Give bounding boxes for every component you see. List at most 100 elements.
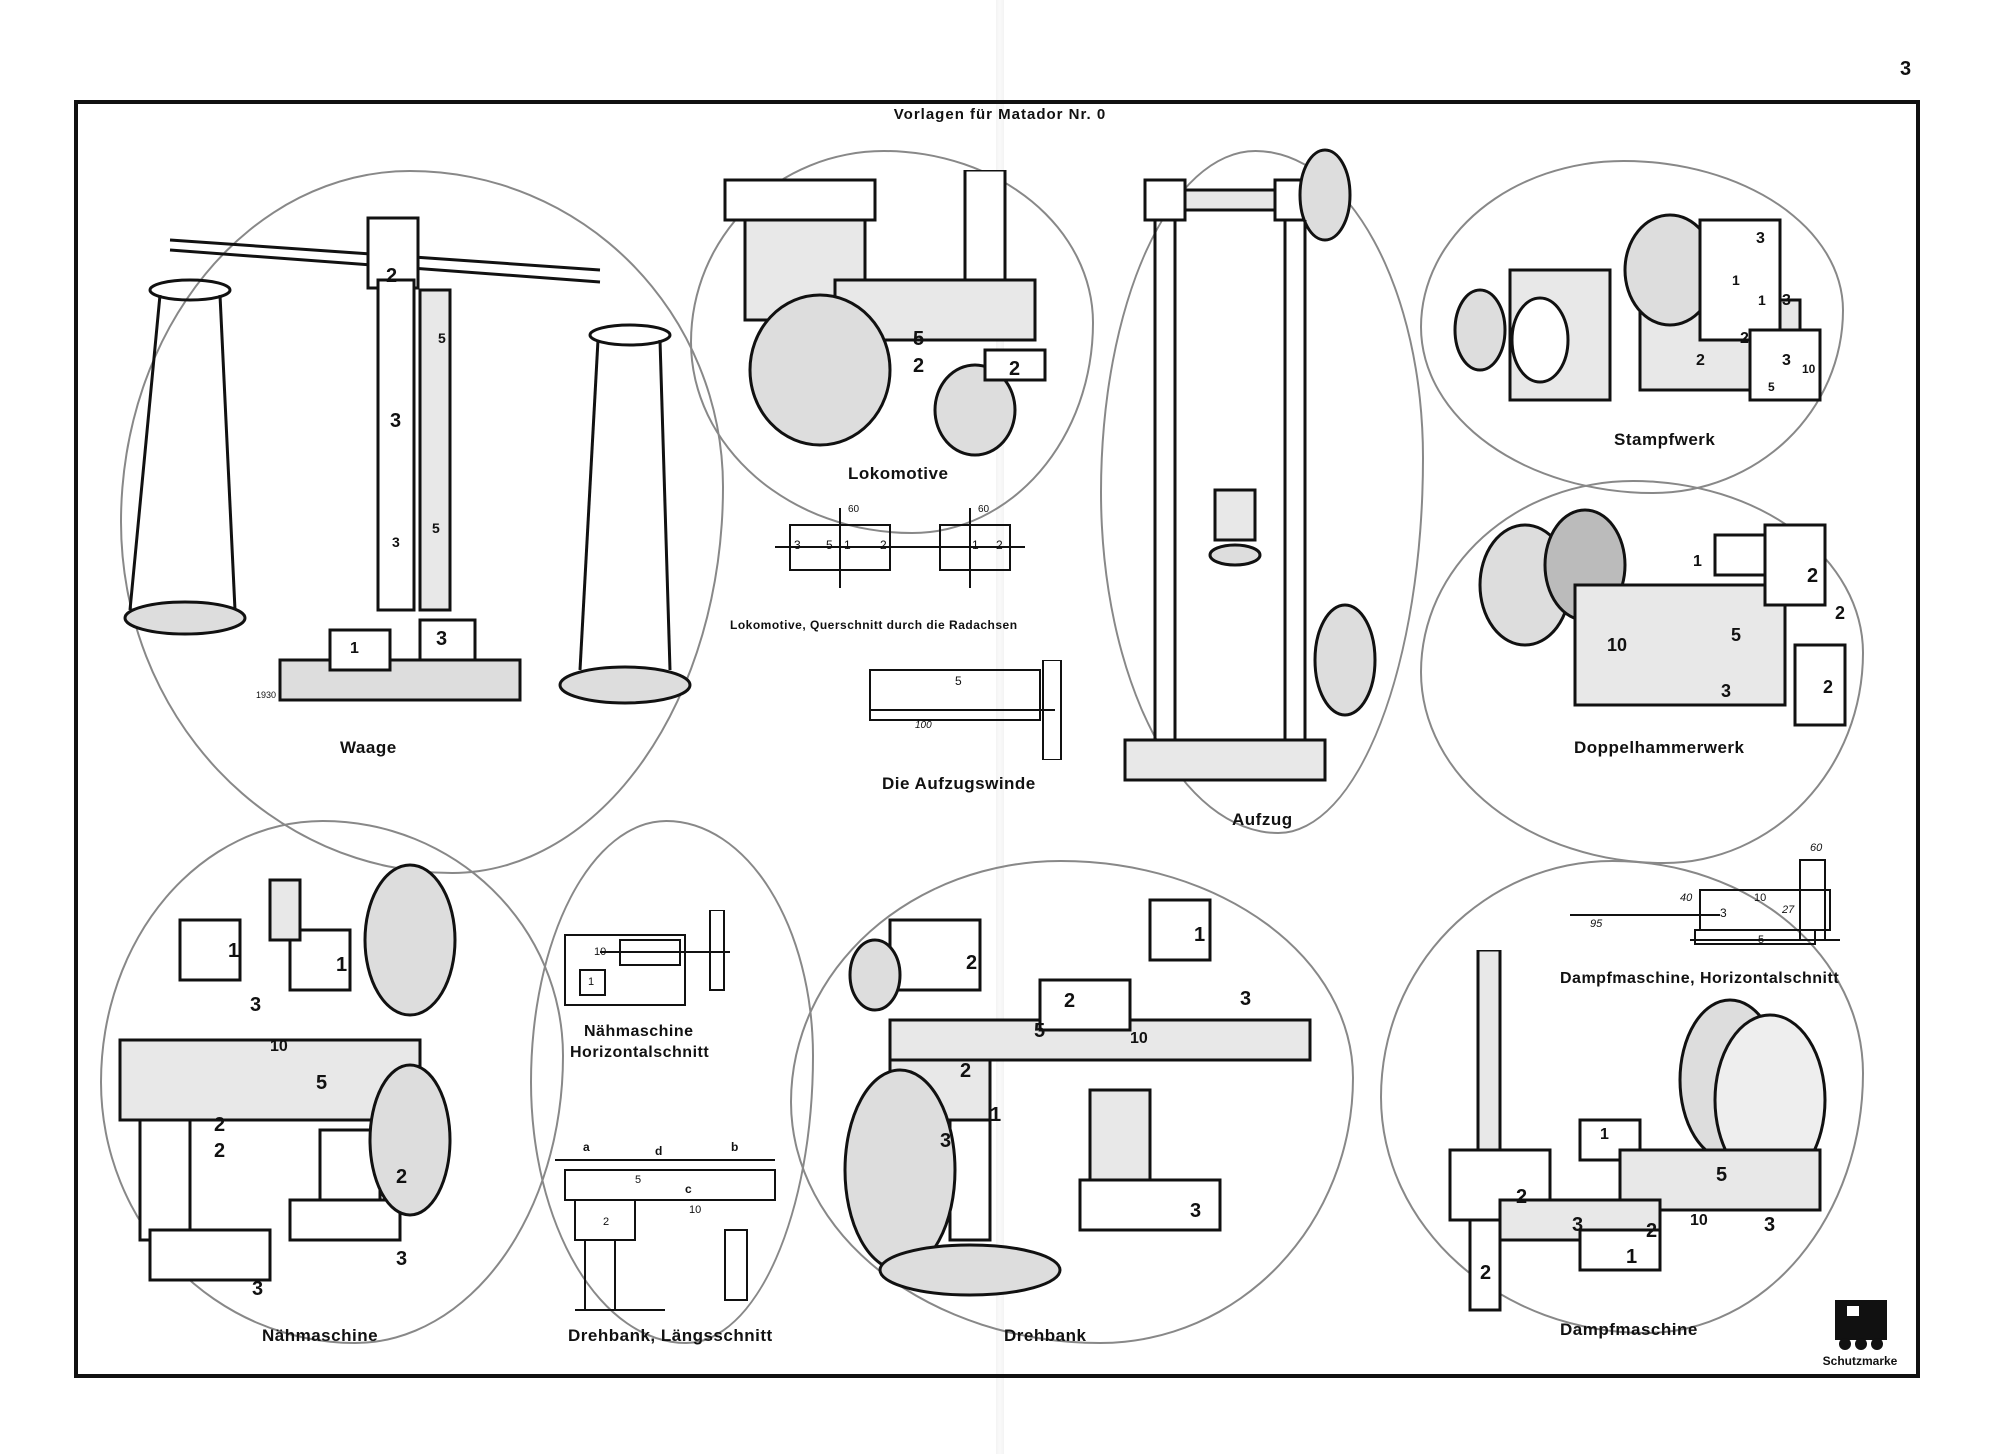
doppelhammer-part-label: 3 xyxy=(1721,681,1732,701)
doppelhammer-part-label: 5 xyxy=(1731,625,1742,645)
aufzugswinde-label: 5 xyxy=(955,674,962,688)
outline-lokomotive xyxy=(690,150,1094,534)
drehbank-laengsschnitt-drawing xyxy=(555,1159,776,1311)
figure-dampfmaschine: 1 2 5 3 2 10 2 1 3 xyxy=(1400,950,1850,1320)
dampf-h-label: 3 xyxy=(1720,906,1727,920)
drehbank-l-label: c xyxy=(685,1182,692,1196)
drehbank-part-label: 1 xyxy=(1194,924,1206,946)
waage-part-label: 5 xyxy=(432,520,440,536)
stampfwerk-part-label: 2 xyxy=(1740,330,1749,347)
naehmaschine-part-label: 3 xyxy=(252,1278,264,1300)
stampfwerk-part-label: 10 xyxy=(1802,362,1816,376)
lok-q-label: 3 xyxy=(794,538,801,552)
drehbank-l-label: 10 xyxy=(689,1204,702,1216)
dampf-h-label: 10 xyxy=(1754,892,1767,904)
dampf-h-label: 5 xyxy=(1758,934,1765,946)
lok-q-label: 5 xyxy=(826,538,833,552)
drehbank-l-label: a xyxy=(583,1140,590,1154)
doppelhammer-part-label: 2 xyxy=(1807,565,1819,587)
naehmaschine-part-label: 2 xyxy=(214,1140,226,1162)
caption-lokomotive: Lokomotive xyxy=(848,464,949,483)
dampfmaschine-part-label: 3 xyxy=(1764,1214,1776,1236)
caption-naehmaschine-horizontal-1: Nähmaschine xyxy=(584,1023,694,1040)
dampf-h-label: 95 xyxy=(1590,918,1603,930)
lok-q-label: 1 xyxy=(972,538,979,552)
lok-q-label: 60 xyxy=(978,504,990,515)
drehbank-l-label: d xyxy=(655,1144,663,1158)
naehmaschine-part-label: 2 xyxy=(214,1114,226,1136)
figure-stampfwerk: 3 1 1 3 2 2 3 10 5 xyxy=(1440,180,1840,420)
dampf-h-label: 60 xyxy=(1810,842,1823,854)
naehmaschine-drawing xyxy=(118,863,457,1282)
drehbank-part-label: 2 xyxy=(1064,990,1076,1012)
caption-dampfmaschine: Dampfmaschine xyxy=(1560,1320,1698,1339)
stampfwerk-part-label: 3 xyxy=(1782,292,1791,309)
caption-drehbank: Drehbank xyxy=(1004,1326,1087,1345)
waage-part-label: 5 xyxy=(438,330,446,346)
doppelhammerwerk-drawing xyxy=(1478,508,1847,727)
waage-part-label: 3 xyxy=(392,534,400,550)
dampfmaschine-part-label: 1 xyxy=(1626,1246,1638,1268)
lok-q-label: 2 xyxy=(996,538,1003,552)
lok-part-label: 2 xyxy=(1009,358,1021,380)
drehbank-part-label: 2 xyxy=(966,952,978,974)
aufzugswinde-drawing xyxy=(869,660,1062,760)
caption-aufzugswinde: Die Aufzugswinde xyxy=(882,774,1036,793)
naehmaschine-h-label: 10 xyxy=(594,946,607,958)
dampfmaschine-part-label: 2 xyxy=(1646,1220,1658,1242)
doppelhammer-part-label: 10 xyxy=(1607,635,1628,655)
lok-q-label: 1 xyxy=(844,538,851,552)
trademark-logo xyxy=(1814,1298,1908,1357)
drehbank-drawing xyxy=(843,898,1312,1297)
stampfwerk-part-label: 2 xyxy=(1696,352,1705,369)
drehbank-l-label: 2 xyxy=(603,1216,610,1228)
figure-lokomotive: 5 2 2 xyxy=(715,170,1075,460)
sheet-title: Vorlagen für Matador Nr. 0 xyxy=(893,106,1107,123)
drehbank-part-label: 3 xyxy=(1240,988,1252,1010)
waage-part-label: 1 xyxy=(350,640,359,657)
drehbank-part-label: 2 xyxy=(960,1060,972,1082)
page-fold xyxy=(996,0,1004,1454)
caption-doppelhammerwerk: Doppelhammerwerk xyxy=(1574,738,1745,757)
lok-part-label: 2 xyxy=(913,355,925,377)
doppelhammer-part-label: 2 xyxy=(1823,677,1834,697)
figure-drehbank: 2 1 2 3 5 10 2 1 3 3 xyxy=(830,880,1330,1310)
aufzug-drawing xyxy=(1123,148,1377,782)
figure-mark: 1930 xyxy=(256,690,277,700)
lok-querschnitt-drawing xyxy=(775,508,1025,588)
dampf-h-label: 27 xyxy=(1782,904,1795,916)
caption-aufzug: Aufzug xyxy=(1232,810,1293,829)
dampfmaschine-part-label: 2 xyxy=(1480,1262,1492,1284)
naehmaschine-part-label: 1 xyxy=(336,954,348,976)
lok-q-label: 60 xyxy=(848,504,860,515)
stampfwerk-part-label: 1 xyxy=(1732,272,1740,288)
drehbank-part-label: 10 xyxy=(1130,1030,1148,1047)
lok-q-label: 2 xyxy=(880,538,887,552)
stampfwerk-part-label: 3 xyxy=(1782,352,1791,369)
sheet-frame xyxy=(74,100,1920,1378)
figure-naehmaschine-horizontal: 10 1 xyxy=(560,910,740,1010)
stampfwerk-drawing xyxy=(1453,213,1822,402)
figure-dampfmaschine-horizontal: 60 40 10 3 27 95 5 xyxy=(1570,840,1850,960)
caption-stampfwerk: Stampfwerk xyxy=(1614,430,1716,449)
waage-part-label: 2 xyxy=(386,265,398,287)
waage-part-label: 3 xyxy=(436,628,448,650)
caption-naehmaschine: Nähmaschine xyxy=(262,1326,379,1345)
lokomotive-drawing xyxy=(723,170,1047,457)
caption-naehmaschine-horizontal-2: Horizontalschnitt xyxy=(570,1044,710,1061)
drehbank-part-label: 1 xyxy=(990,1104,1002,1126)
dampfmaschine-part-label: 10 xyxy=(1690,1212,1708,1229)
page-number: 3 xyxy=(1900,58,1912,80)
caption-drehbank-laengsschnitt: Drehbank, Längsschnitt xyxy=(568,1326,773,1345)
drehbank-l-label: 5 xyxy=(635,1174,642,1186)
dampfmaschine-part-label: 1 xyxy=(1600,1126,1609,1143)
naehmaschine-part-label: 10 xyxy=(270,1038,288,1055)
dampfmaschine-part-label: 5 xyxy=(1716,1164,1728,1186)
figure-drehbank-laengsschnitt: a d b c 5 10 2 xyxy=(555,1140,785,1320)
naehmaschine-part-label: 2 xyxy=(396,1166,408,1188)
figure-doppelhammerwerk: 2 1 2 10 5 3 2 xyxy=(1475,495,1855,735)
stampfwerk-part-label: 5 xyxy=(1768,380,1775,394)
naehmaschine-part-label: 3 xyxy=(396,1248,408,1270)
stampfwerk-part-label: 3 xyxy=(1756,230,1765,247)
naehmaschine-part-label: 3 xyxy=(250,994,262,1016)
